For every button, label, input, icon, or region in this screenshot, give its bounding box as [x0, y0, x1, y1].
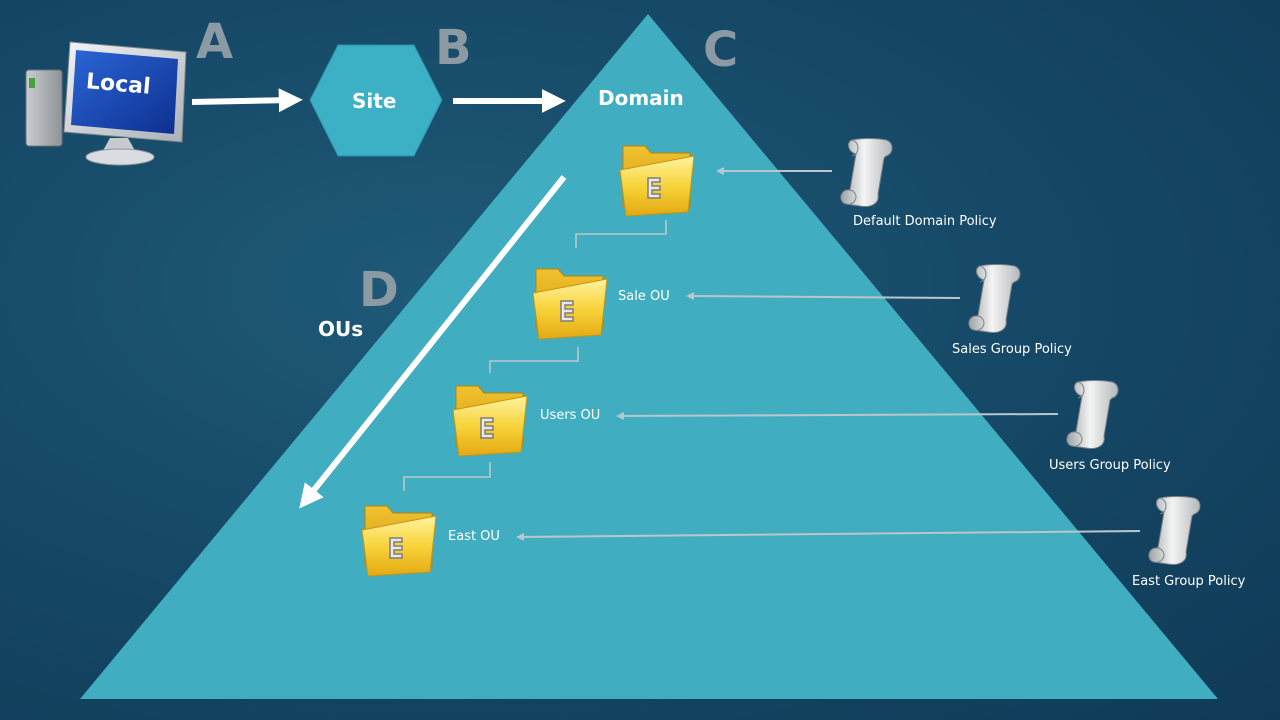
connector-users-east: [403, 462, 491, 491]
link-users-group-policy: [616, 411, 1059, 420]
letter-c: C: [703, 22, 739, 78]
policy-label-sales-group: Sales Group Policy: [952, 342, 1072, 357]
connector-sale-users: [489, 347, 579, 373]
ou-label-east: East OU: [448, 529, 500, 544]
folder-icon: [532, 268, 608, 340]
letter-d: D: [359, 262, 399, 318]
arrow-local-to-site: [191, 88, 303, 113]
letter-b: B: [435, 20, 472, 76]
computer-icon: [25, 41, 187, 166]
scroll-icon: [1066, 380, 1119, 449]
ous-label: OUs: [318, 317, 364, 341]
scroll-icon: [1148, 496, 1201, 565]
letter-a: A: [196, 14, 234, 70]
site-hexagon: [309, 44, 443, 157]
connector-domain-sale: [575, 220, 667, 248]
scroll-icon: [968, 264, 1021, 333]
ou-label-users: Users OU: [540, 408, 601, 423]
policy-label-default-domain: Default Domain Policy: [853, 214, 997, 229]
arrow-ous-down: [299, 175, 567, 509]
ou-label-sale: Sale OU: [618, 289, 670, 304]
folder-icon: [452, 385, 528, 457]
scroll-icon: [840, 138, 893, 207]
policy-label-east-group: East Group Policy: [1132, 574, 1246, 589]
link-sales-group-policy: [686, 292, 961, 301]
domain-label: Domain: [598, 86, 684, 110]
site-label: Site: [352, 89, 397, 113]
policy-label-users-group: Users Group Policy: [1049, 458, 1171, 473]
folder-icon: [361, 505, 437, 577]
link-east-group-policy: [516, 530, 1141, 541]
folder-icon: [619, 145, 695, 217]
